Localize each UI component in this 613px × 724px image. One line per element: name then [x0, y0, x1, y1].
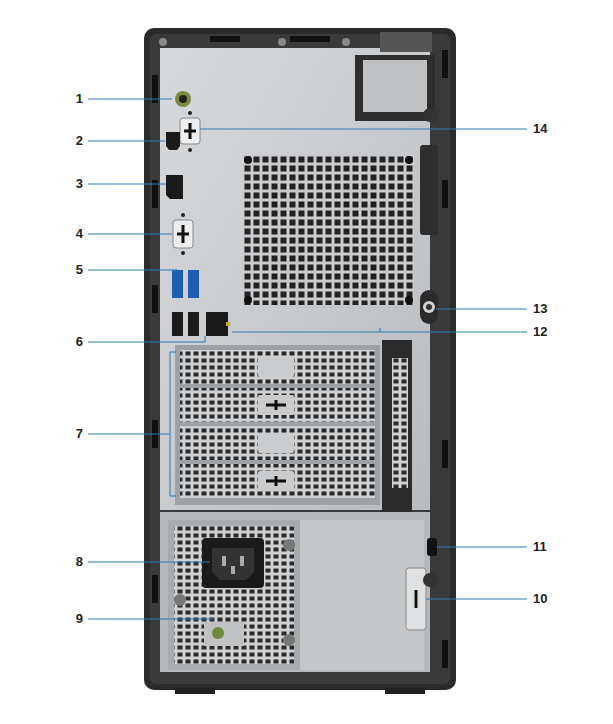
callout-number: 2: [75, 134, 84, 148]
callout-number: 1: [75, 92, 84, 106]
callout-number: 12: [532, 325, 548, 339]
callout-number: 7: [75, 427, 84, 441]
callout-number: 4: [75, 227, 84, 241]
callout-number: 3: [75, 177, 84, 191]
callout-number: 11: [532, 540, 548, 554]
callout-number: 10: [532, 592, 548, 606]
callout-number: 14: [532, 122, 548, 136]
callout-number: 5: [75, 263, 84, 277]
callout-number: 8: [75, 555, 84, 569]
callout-number: 6: [75, 335, 84, 349]
callout-number: 9: [75, 612, 84, 626]
callout-number: 13: [532, 302, 548, 316]
